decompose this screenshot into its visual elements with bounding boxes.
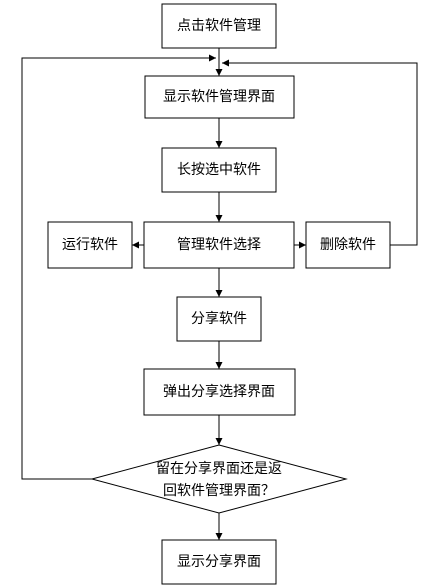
node-long-press: 长按选中软件	[161, 147, 277, 193]
node-show-manage: 显示软件管理界面	[144, 75, 295, 119]
node-delete: 删除软件	[305, 221, 391, 269]
node-decision-label-line2: 回软件管理界面？	[163, 483, 275, 499]
node-popup-label: 弹出分享选择界面	[163, 383, 275, 400]
node-show-share: 显示分享界面	[161, 539, 277, 585]
node-decision-label-line1: 留在分享界面还是返	[156, 460, 282, 477]
node-decision: 留在分享界面还是返 回软件管理界面？	[90, 444, 348, 514]
edge-decision-loop-back	[21, 54, 216, 480]
edge-delete-loop-back	[222, 59, 418, 246]
node-manage-select-label: 管理软件选择	[177, 237, 261, 253]
node-show-manage-label: 显示软件管理界面	[163, 89, 275, 105]
node-start-label: 点击软件管理	[177, 18, 261, 34]
node-share-label: 分享软件	[191, 310, 247, 327]
node-manage-select: 管理软件选择	[143, 221, 295, 269]
node-show-share-label: 显示分享界面	[177, 553, 261, 570]
node-long-press-label: 长按选中软件	[177, 162, 261, 178]
node-start: 点击软件管理	[161, 3, 277, 49]
node-share: 分享软件	[176, 296, 262, 342]
node-run: 运行软件	[47, 221, 133, 269]
connectors	[21, 48, 418, 540]
node-delete-label: 删除软件	[320, 237, 376, 253]
node-popup: 弹出分享选择界面	[143, 368, 296, 416]
node-run-label: 运行软件	[62, 237, 118, 253]
